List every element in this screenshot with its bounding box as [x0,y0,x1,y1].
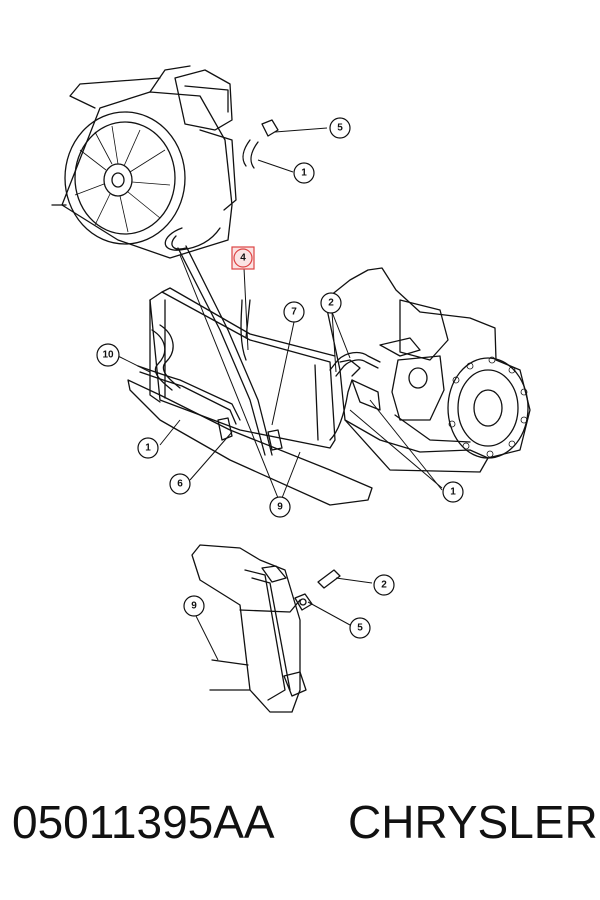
callout-5-lower: 5 [349,617,371,639]
caption-bar: 05011395AA CHRYSLER [0,795,600,865]
svg-text:5: 5 [337,123,343,134]
svg-text:9: 9 [191,601,197,612]
callout-2-lower: 2 [373,574,395,596]
svg-text:4: 4 [240,253,246,264]
svg-text:1: 1 [450,487,456,498]
svg-text:5: 5 [357,623,363,634]
callout-9-middle: 9 [269,496,291,518]
svg-text:9: 9 [277,502,283,513]
callout-1-right: 1 [442,481,464,503]
svg-text:2: 2 [328,298,334,309]
callout-2-middle: 2 [320,292,342,314]
callout-1-upper: 1 [293,162,315,184]
svg-text:7: 7 [291,307,297,318]
callout-9-lower: 9 [183,595,205,617]
callout-5-upper: 5 [329,117,351,139]
svg-text:1: 1 [145,443,151,454]
svg-text:6: 6 [177,479,183,490]
transaxle-assembly [324,267,531,473]
radiator-fan-assembly [51,65,279,259]
callout-7: 7 [283,301,305,323]
brand-label: CHRYSLER [348,796,598,848]
callout-1-left: 1 [137,437,159,459]
leader-lines [117,127,443,661]
callout-10: 10 [96,343,120,367]
svg-text:10: 10 [102,350,114,361]
svg-text:2: 2 [381,580,387,591]
part-number-label: 05011395AA [12,796,275,848]
transmission-cooler-line-diagram: 5 1 4 7 2 10 1 6 9 1 2 9 [51,65,531,713]
callout-6: 6 [169,473,191,495]
radiator-tank-detail [191,544,341,713]
callout-4-highlighted: 4 [231,246,255,270]
cooler-lines [137,245,381,456]
svg-text:1: 1 [301,168,307,179]
